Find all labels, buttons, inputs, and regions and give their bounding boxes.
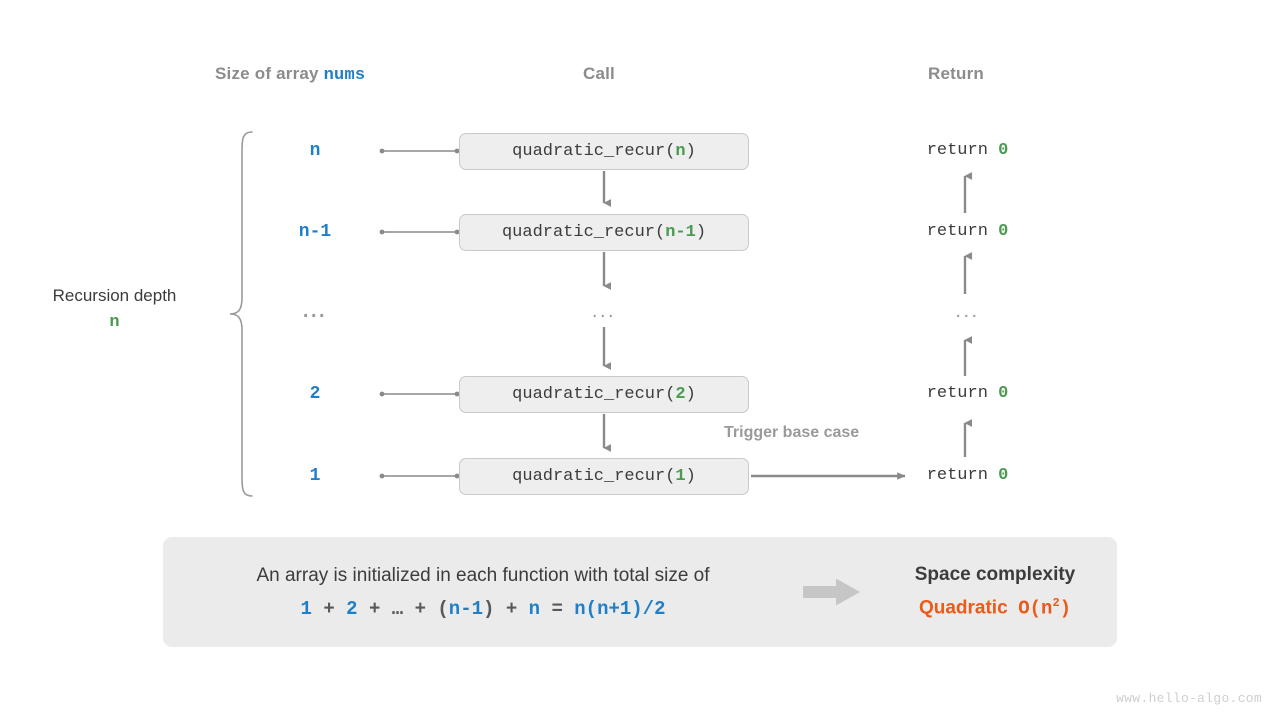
arrow-right-icon	[803, 578, 860, 606]
formula-token-6: (	[437, 597, 449, 620]
complexity-notation: O(n	[1018, 597, 1053, 620]
call-ellipsis: ...	[591, 300, 617, 322]
return-keyword: return	[926, 141, 999, 160]
row-return-value: return 0	[880, 212, 1055, 252]
formula-token-2: 2	[346, 597, 358, 620]
call-box[interactable]: quadratic_recur(n)	[459, 133, 749, 170]
return-keyword: return	[926, 222, 999, 241]
row-return-value: return 0	[880, 374, 1055, 414]
call-box[interactable]: quadratic_recur(1)	[459, 458, 749, 495]
call-box-argument: n-1	[665, 223, 696, 242]
formula-token-11: =	[540, 597, 575, 620]
complexity-label: Quadratic	[918, 597, 1008, 619]
row-return-ellipsis: ...	[955, 300, 980, 322]
formula-token-4: …	[391, 597, 404, 620]
summary-formula: 1 + 2 + … + (n-1) + n = n(n+1)/2	[301, 598, 666, 620]
summary-panel: An array is initialized in each function…	[163, 537, 1117, 647]
formula-token-12: n(n+1)/2	[574, 597, 666, 620]
call-box-prefix: quadratic_recur(	[512, 142, 676, 161]
row-return-value: return 0	[880, 456, 1055, 496]
complexity-notation-end: )	[1059, 597, 1072, 620]
call-box[interactable]: quadratic_recur(n-1)	[459, 214, 749, 251]
column-header-size-var: nums	[323, 66, 366, 85]
formula-token-5: +	[403, 597, 438, 620]
return-literal: 0	[998, 141, 1009, 160]
call-box-argument: 2	[675, 385, 686, 404]
formula-token-7: n-1	[448, 597, 484, 620]
formula-token-9: +	[494, 597, 529, 620]
call-stack-row: 1 quadratic_recur(1) return 0	[0, 456, 1280, 496]
return-literal: 0	[998, 384, 1009, 403]
recursion-depth-text: Recursion depth	[52, 286, 177, 305]
call-box-argument: 1	[675, 467, 686, 486]
summary-description: An array is initialized in each function…	[256, 564, 710, 586]
call-box-suffix: )	[695, 223, 707, 242]
row-size-ellipsis: ...	[302, 300, 328, 322]
watermark: www.hello-algo.com	[1116, 691, 1262, 706]
call-stack-row: 2 quadratic_recur(2) return 0	[0, 374, 1280, 414]
call-box-argument: n	[675, 142, 686, 161]
call-box-suffix: )	[685, 142, 696, 161]
return-literal: 0	[998, 222, 1009, 241]
summary-left-block: An array is initialized in each function…	[163, 537, 803, 647]
call-box-prefix: quadratic_recur(	[512, 467, 676, 486]
column-header-size-text: Size of array	[215, 64, 324, 83]
complexity-title: Space complexity	[914, 564, 1076, 586]
formula-token-3: +	[357, 597, 392, 620]
complexity-exponent: 2	[1052, 596, 1060, 611]
trigger-base-case-note: Trigger base case	[724, 424, 860, 441]
return-keyword: return	[926, 466, 999, 485]
formula-token-10: n	[528, 597, 541, 620]
return-literal: 0	[998, 466, 1009, 485]
row-return-value: return 0	[880, 131, 1055, 171]
return-keyword: return	[926, 384, 999, 403]
row-size-value: 1	[309, 466, 321, 486]
column-header-return: Return	[928, 64, 984, 83]
row-size-value: 2	[309, 384, 321, 404]
summary-right-block: Space complexity Quadratic O(n2)	[873, 537, 1117, 647]
call-box[interactable]: quadratic_recur(2)	[459, 376, 749, 413]
formula-token-0: 1	[300, 597, 312, 620]
call-box-suffix: )	[685, 467, 696, 486]
row-size-value: n-1	[298, 222, 332, 242]
recursion-depth-label: Recursion depth n	[12, 284, 217, 335]
formula-token-8: )	[483, 597, 495, 620]
call-stack-row: n quadratic_recur(n) return 0	[0, 131, 1280, 171]
recursion-depth-brace	[229, 131, 253, 497]
complexity-value: Quadratic O(n2)	[919, 596, 1071, 619]
recursion-depth-value: n	[109, 312, 120, 332]
call-box-prefix: quadratic_recur(	[501, 223, 666, 242]
call-box-prefix: quadratic_recur(	[512, 385, 676, 404]
call-stack-row: n-1 quadratic_recur(n-1) return 0	[0, 212, 1280, 252]
call-stack-row-ellipsis: ... ... ...	[0, 291, 1280, 331]
call-box-suffix: )	[685, 385, 696, 404]
row-size-value: n	[309, 141, 321, 161]
column-header-size: Size of array nums	[215, 64, 365, 85]
column-header-call: Call	[583, 64, 615, 83]
formula-token-1: +	[311, 597, 347, 620]
